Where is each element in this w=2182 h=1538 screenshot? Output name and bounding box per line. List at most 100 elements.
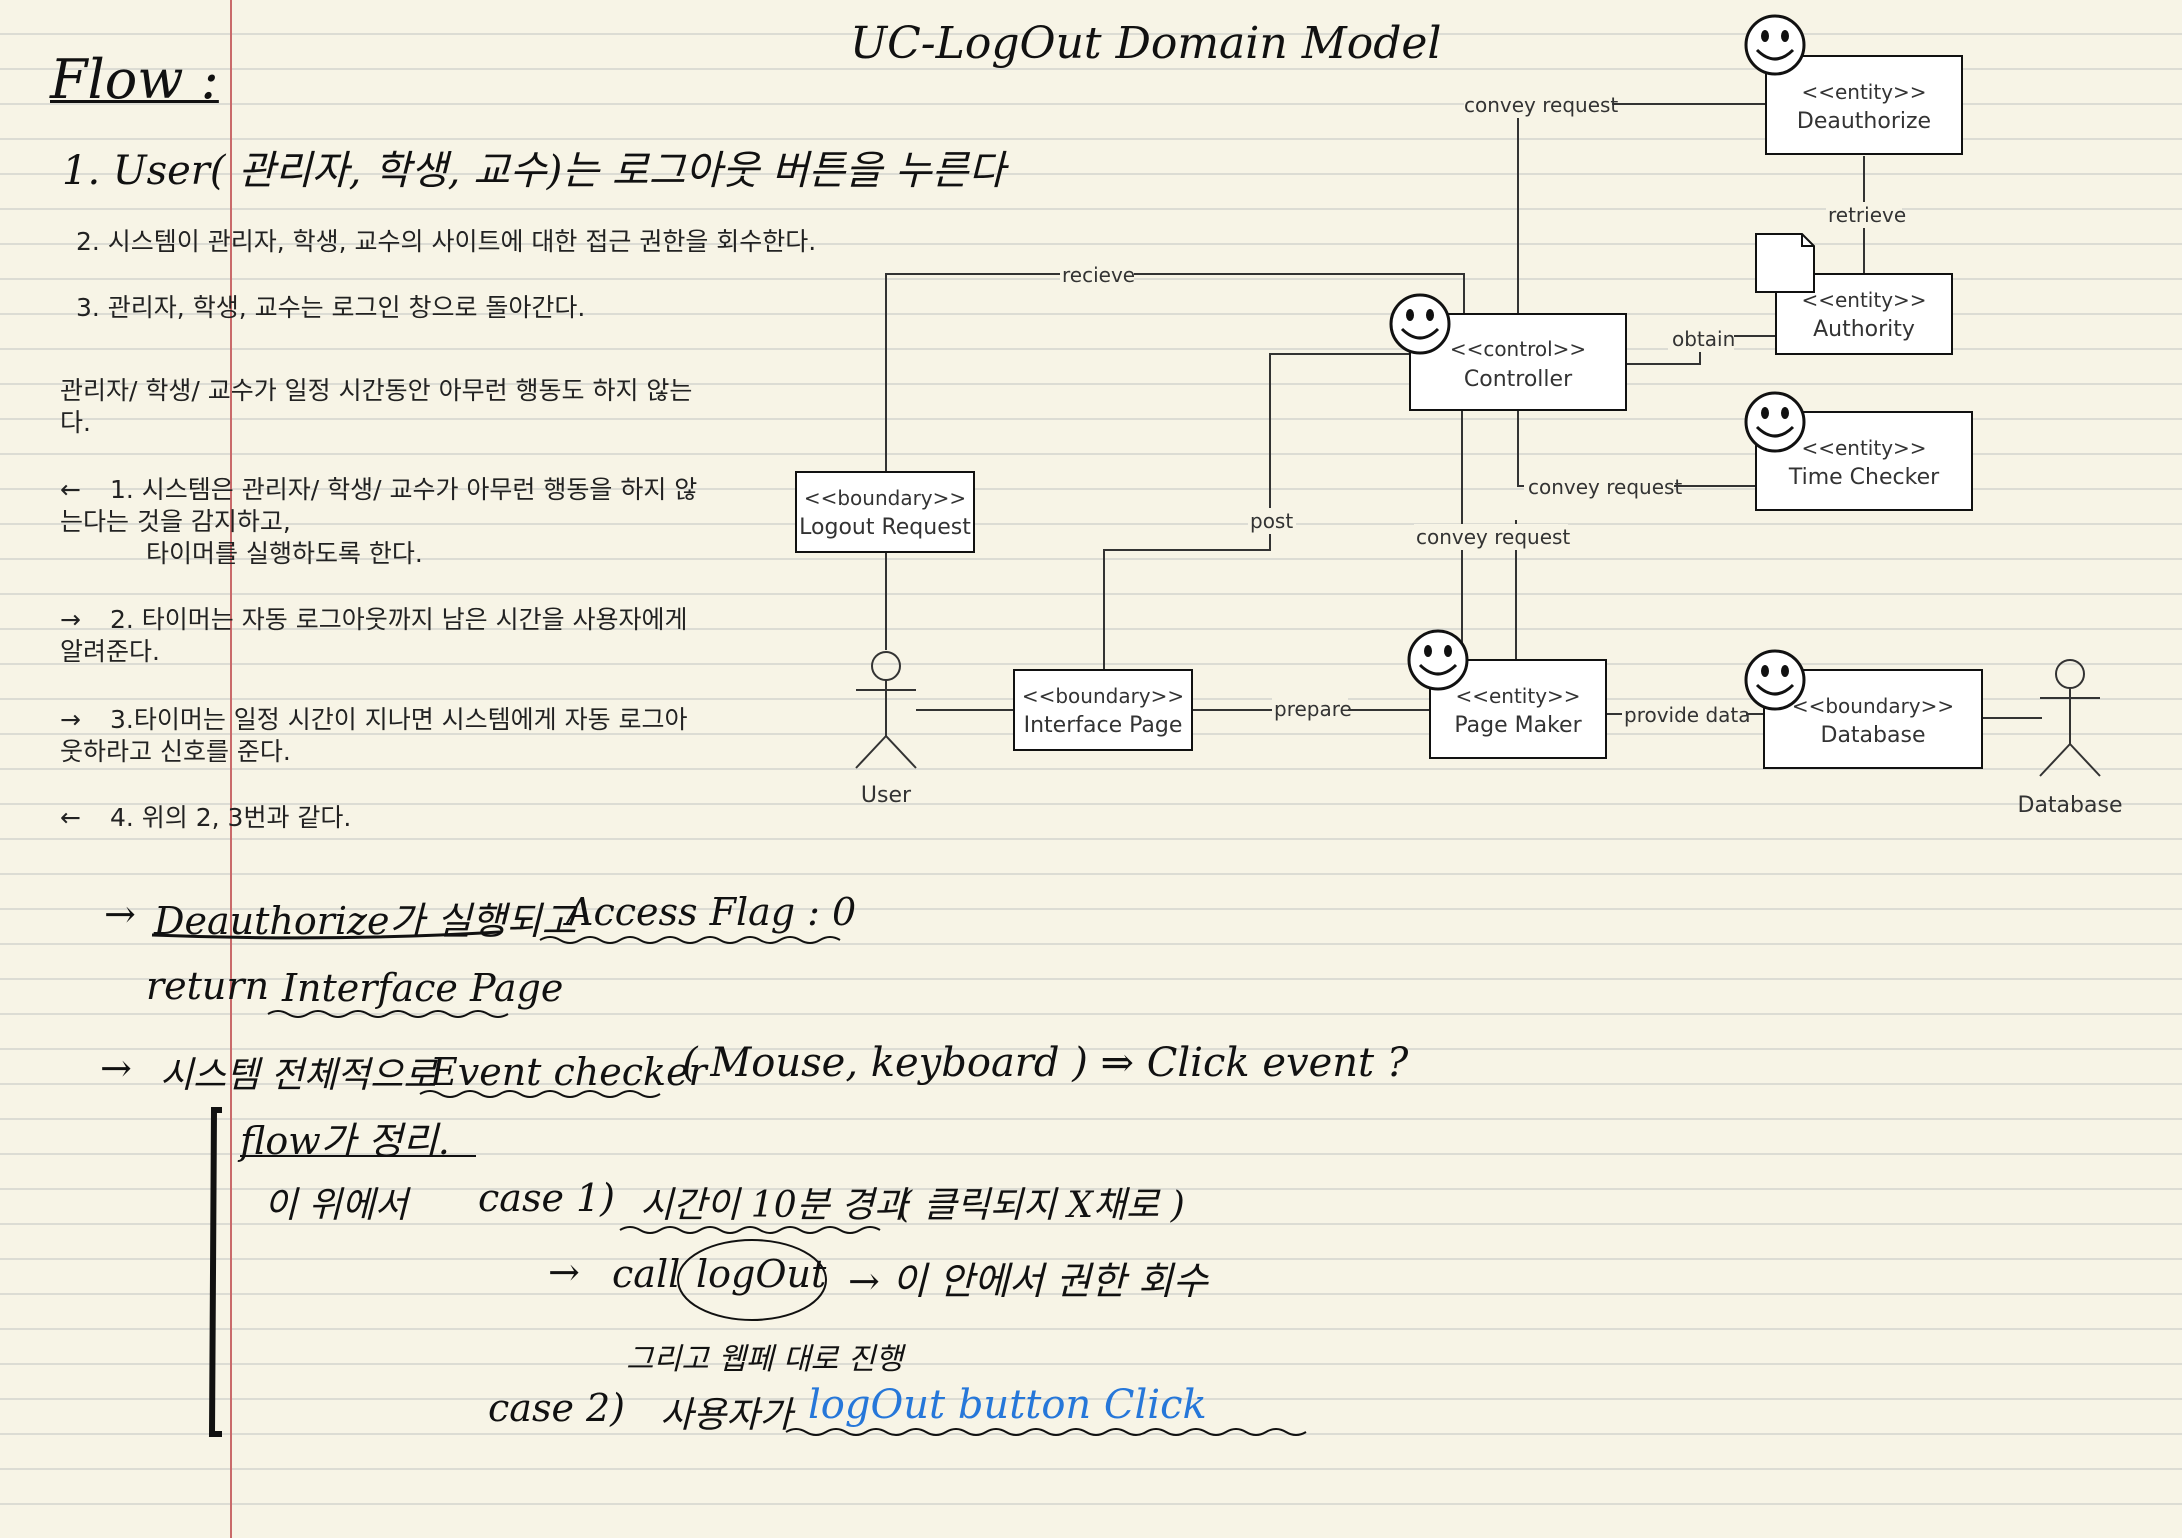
document-icon [1755, 233, 1815, 293]
alt-item-4-arrow: ← [60, 803, 81, 832]
label-prepare: prepare [1274, 697, 1352, 721]
margin-line [230, 0, 232, 1538]
alt-item-1-line1: 1. 시스템은 관리자/ 학생/ 교수가 아무런 행동을 하지 않 [110, 475, 698, 504]
alt-item-4-line1: 4. 위의 2, 3번과 같다. [110, 803, 352, 832]
label-obtain: obtain [1672, 327, 1735, 351]
label-bg [1826, 202, 1902, 228]
flow-step-2: 2. 시스템이 관리자, 학생, 교수의 사이트에 대한 접근 권한을 회수한다… [76, 227, 817, 256]
time-wavy-underline [619, 1226, 881, 1234]
note-3-click-event: ( Mouse, keyboard ) ⇒ Click event ? [682, 1040, 1409, 1086]
left-bracket [208, 1107, 222, 1437]
note-7-then: 그리고 웹페 대로 진행 [626, 1342, 904, 1377]
label-bg [1414, 524, 1568, 550]
label-bg [1668, 326, 1734, 352]
box-name: Time Checker [1788, 465, 1940, 490]
label-convey-request-top: convey request [1464, 93, 1618, 117]
alt-item-3-arrow: → [60, 705, 81, 734]
note-5-time: 시간이 10분 경과 [640, 1185, 908, 1226]
note-6-arrow: → [548, 1250, 580, 1294]
page-title: UC-LogOut Domain Model [850, 18, 1442, 69]
stereotype: <<boundary>> [1022, 684, 1184, 708]
box-name: Authority [1813, 317, 1915, 342]
logout-circle [677, 1239, 827, 1321]
alt-item-1-arrow: ← [60, 475, 81, 504]
alt-flow-heading-line2: 다. [60, 408, 91, 437]
box-page-maker: <<entity>> Page Maker [1429, 659, 1607, 759]
note-3-event-checker: Event checker [430, 1050, 707, 1094]
alt-item-1-line3: 타이머를 실행하도록 한다. [146, 539, 423, 568]
alt-item-3-line2: 웃하라고 신호를 준다. [60, 737, 291, 766]
smiley-icon [1389, 293, 1451, 355]
box-name: Interface Page [1024, 713, 1183, 738]
event-checker-wavy-underline [419, 1090, 661, 1098]
box-interface-page: <<boundary>> Interface Page [1013, 669, 1193, 751]
label-convey-request-mid: convey request [1528, 475, 1682, 499]
actor-user-label: User [861, 783, 912, 808]
stereotype: <<control>> [1450, 337, 1586, 361]
actor-database-label: Database [2018, 793, 2123, 818]
stereotype: <<entity>> [1801, 80, 1926, 104]
label-bg [1272, 698, 1348, 724]
alt-item-3-line1: 3.타이머는 일정 시간이 지나면 시스템에게 자동 로그아 [110, 705, 688, 734]
flow-heading: Flow : [50, 48, 219, 111]
edge-interface-controller [1103, 353, 1410, 670]
box-name: Database [1821, 723, 1926, 748]
edge-controller-timechecker [1517, 410, 1756, 487]
alt-item-2-line2: 알려준다. [60, 637, 160, 666]
note-6-call: call [612, 1252, 681, 1296]
box-deauthorize: <<entity>> Deauthorize [1765, 55, 1963, 155]
note-8-user: 사용자가 [660, 1395, 793, 1436]
label-bg [1248, 508, 1296, 534]
flow-step-1: 1. User( 관리자, 학생, 교수)는 로그아웃 버튼을 누른다 [62, 148, 1006, 194]
label-bg [1622, 702, 1746, 728]
label-recieve: recieve [1062, 263, 1135, 287]
alt-item-2-arrow: → [60, 605, 81, 634]
case2-wavy-underline [785, 1428, 1307, 1436]
box-name: Controller [1464, 367, 1573, 392]
note-3-system: 시스템 전체적으로 [160, 1055, 437, 1096]
box-name: Logout Request [799, 515, 971, 540]
label-bg [1060, 262, 1134, 288]
stereotype: <<entity>> [1801, 436, 1926, 460]
alt-flow-heading-line1: 관리자/ 학생/ 교수가 일정 시간동안 아무런 행동도 하지 않는 [60, 376, 693, 405]
note-2-return: return [146, 964, 270, 1008]
box-logout-request: <<boundary>> Logout Request [795, 471, 975, 553]
note-8-case2: case 2) [488, 1386, 626, 1430]
smiley-icon [1744, 14, 1806, 76]
smiley-icon [1744, 649, 1806, 711]
note-2-interface-page: Interface Page [282, 966, 564, 1010]
label-provide-data: provide data [1624, 703, 1751, 727]
note-5-noclick: ( 클릭되지 X채로 ) [898, 1185, 1185, 1226]
smiley-icon [1407, 629, 1469, 691]
alt-item-2-line1: 2. 타이머는 자동 로그아웃까지 남은 시간을 사용자에게 [110, 605, 688, 634]
document-fold [1801, 234, 1814, 247]
alt-item-1-line2: 는다는 것을 감지하고, [60, 507, 291, 536]
box-name: Deauthorize [1797, 109, 1931, 134]
flow-step-3: 3. 관리자, 학생, 교수는 로그인 창으로 돌아간다. [76, 293, 586, 322]
box-name: Page Maker [1454, 713, 1582, 738]
stereotype: <<entity>> [1455, 684, 1580, 708]
note-6-revoke: → 이 안에서 권한 회수 [848, 1259, 1208, 1303]
note-5-above: 이 위에서 [264, 1185, 408, 1226]
note-8-logout-button-click: logOut button Click [808, 1382, 1207, 1428]
note-1-access-flag: Access Flag : 0 [566, 890, 857, 934]
label-convey-request-low: convey request [1416, 525, 1570, 549]
label-post: post [1250, 509, 1293, 533]
note-1-arrow: → [104, 892, 136, 936]
interface-page-wavy-underline [267, 1010, 509, 1018]
note-5-case1: case 1) [478, 1176, 616, 1220]
box-authority: <<entity>> Authority [1775, 273, 1953, 355]
access-flag-wavy-underline [539, 936, 841, 944]
label-bg [1464, 92, 1612, 118]
edge-controller-deauthorize [1517, 103, 1768, 314]
note-3-arrow: → [100, 1046, 132, 1090]
note-6-logout: logOut [696, 1252, 827, 1296]
actor-user-icon [855, 651, 917, 769]
smiley-icon [1744, 391, 1806, 453]
stereotype: <<boundary>> [1792, 694, 1954, 718]
label-bg [1524, 474, 1674, 500]
actor-database-icon [2039, 659, 2101, 777]
edge-logout-controller [885, 273, 1465, 472]
deauthorize-underline [151, 930, 501, 940]
